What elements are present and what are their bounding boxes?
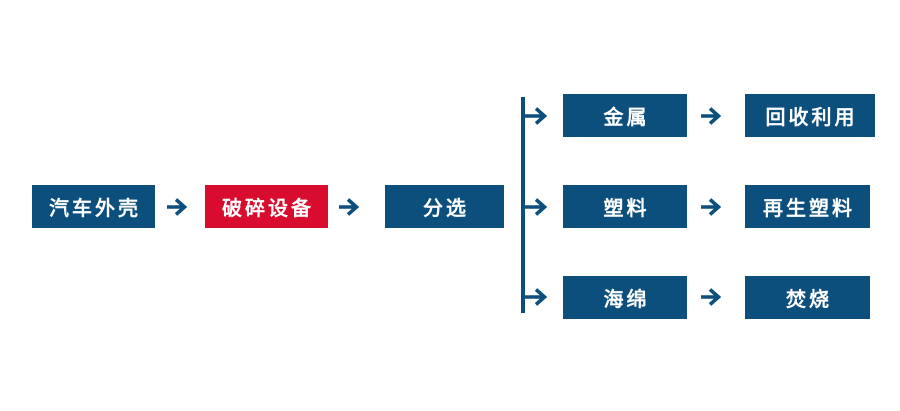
arrow-right-icon (167, 198, 188, 216)
arrow-right-icon (701, 288, 722, 306)
node-recycled-plastic: 再生塑料 (745, 185, 870, 228)
node-crushing-equipment: 破碎设备 (205, 185, 328, 228)
node-metal: 金属 (563, 94, 687, 137)
arrow-right-icon (701, 198, 722, 216)
node-sponge: 海绵 (563, 276, 687, 319)
node-sorting: 分选 (385, 185, 504, 228)
branch-connector-line (521, 97, 525, 313)
arrow-right-icon (523, 198, 548, 216)
node-recycling: 回收利用 (745, 94, 875, 137)
arrow-right-icon (701, 107, 722, 125)
arrow-right-icon (523, 288, 548, 306)
node-car-shell: 汽车外壳 (32, 185, 155, 228)
node-plastic: 塑料 (563, 185, 687, 228)
arrow-right-icon (523, 107, 548, 125)
node-incineration: 焚烧 (745, 276, 870, 319)
arrow-right-icon (339, 198, 360, 216)
